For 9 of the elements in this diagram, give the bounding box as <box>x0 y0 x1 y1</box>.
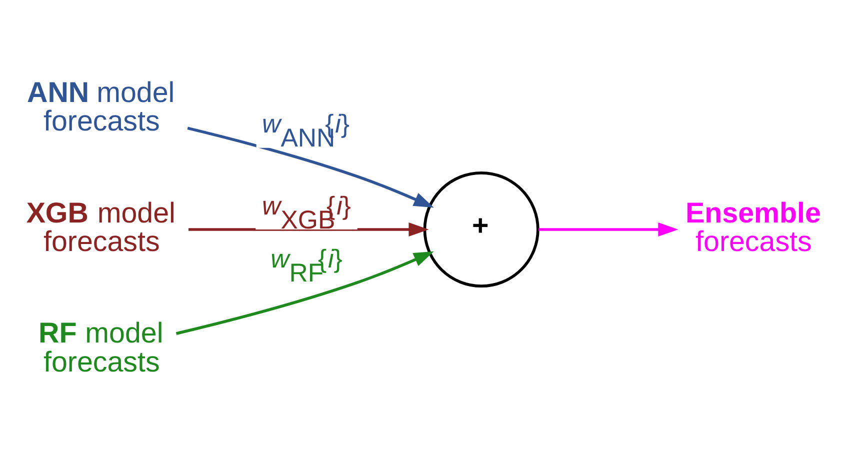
node-text: XGB model forecasts <box>26 197 176 258</box>
node-text: RF model forecasts <box>38 318 164 378</box>
arrow <box>176 251 434 335</box>
node-text: Ensemble forecasts <box>686 197 821 258</box>
arrow <box>187 126 434 208</box>
node-text: ANN model forecasts <box>27 76 175 138</box>
node-circle: + <box>423 171 540 288</box>
arrow <box>538 222 678 237</box>
arrow <box>188 222 429 237</box>
